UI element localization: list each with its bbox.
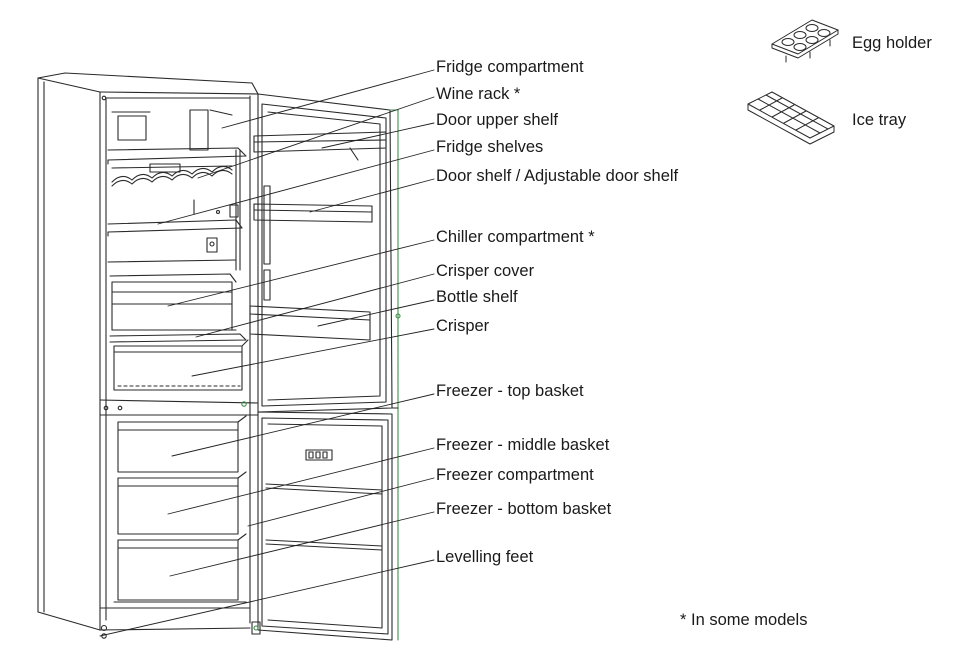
freezer-door [251,411,393,641]
label-door-shelf: Door shelf / Adjustable door shelf [436,167,679,185]
label-fridge-compartment: Fridge compartment [436,58,584,76]
label-freezer-compartment: Freezer compartment [436,466,594,484]
label-door-upper-shelf: Door upper shelf [436,111,558,129]
label-egg-holder: Egg holder [852,34,932,52]
label-levelling-feet: Levelling feet [436,548,534,566]
label-chiller-compartment: Chiller compartment * [436,228,595,246]
label-bottle-shelf: Bottle shelf [436,288,518,306]
label-wine-rack: Wine rack * [436,85,521,103]
ice-tray-illustration [747,91,835,145]
label-fridge-shelves: Fridge shelves [436,138,544,156]
leader-lines [99,69,435,637]
label-freezer-top-basket: Freezer - top basket [436,382,584,400]
label-crisper: Crisper [436,317,490,335]
footnote: * In some models [680,611,808,629]
fridge-door [249,93,401,641]
label-ice-tray: Ice tray [852,111,907,129]
label-freezer-bottom-basket: Freezer - bottom basket [436,500,612,518]
label-crisper-cover: Crisper cover [436,262,535,280]
freezer-interior [113,415,247,603]
fridge-interior [107,109,249,391]
label-freezer-middle-basket: Freezer - middle basket [436,436,610,454]
egg-holder-illustration [771,19,839,63]
cabinet-body [37,72,259,639]
